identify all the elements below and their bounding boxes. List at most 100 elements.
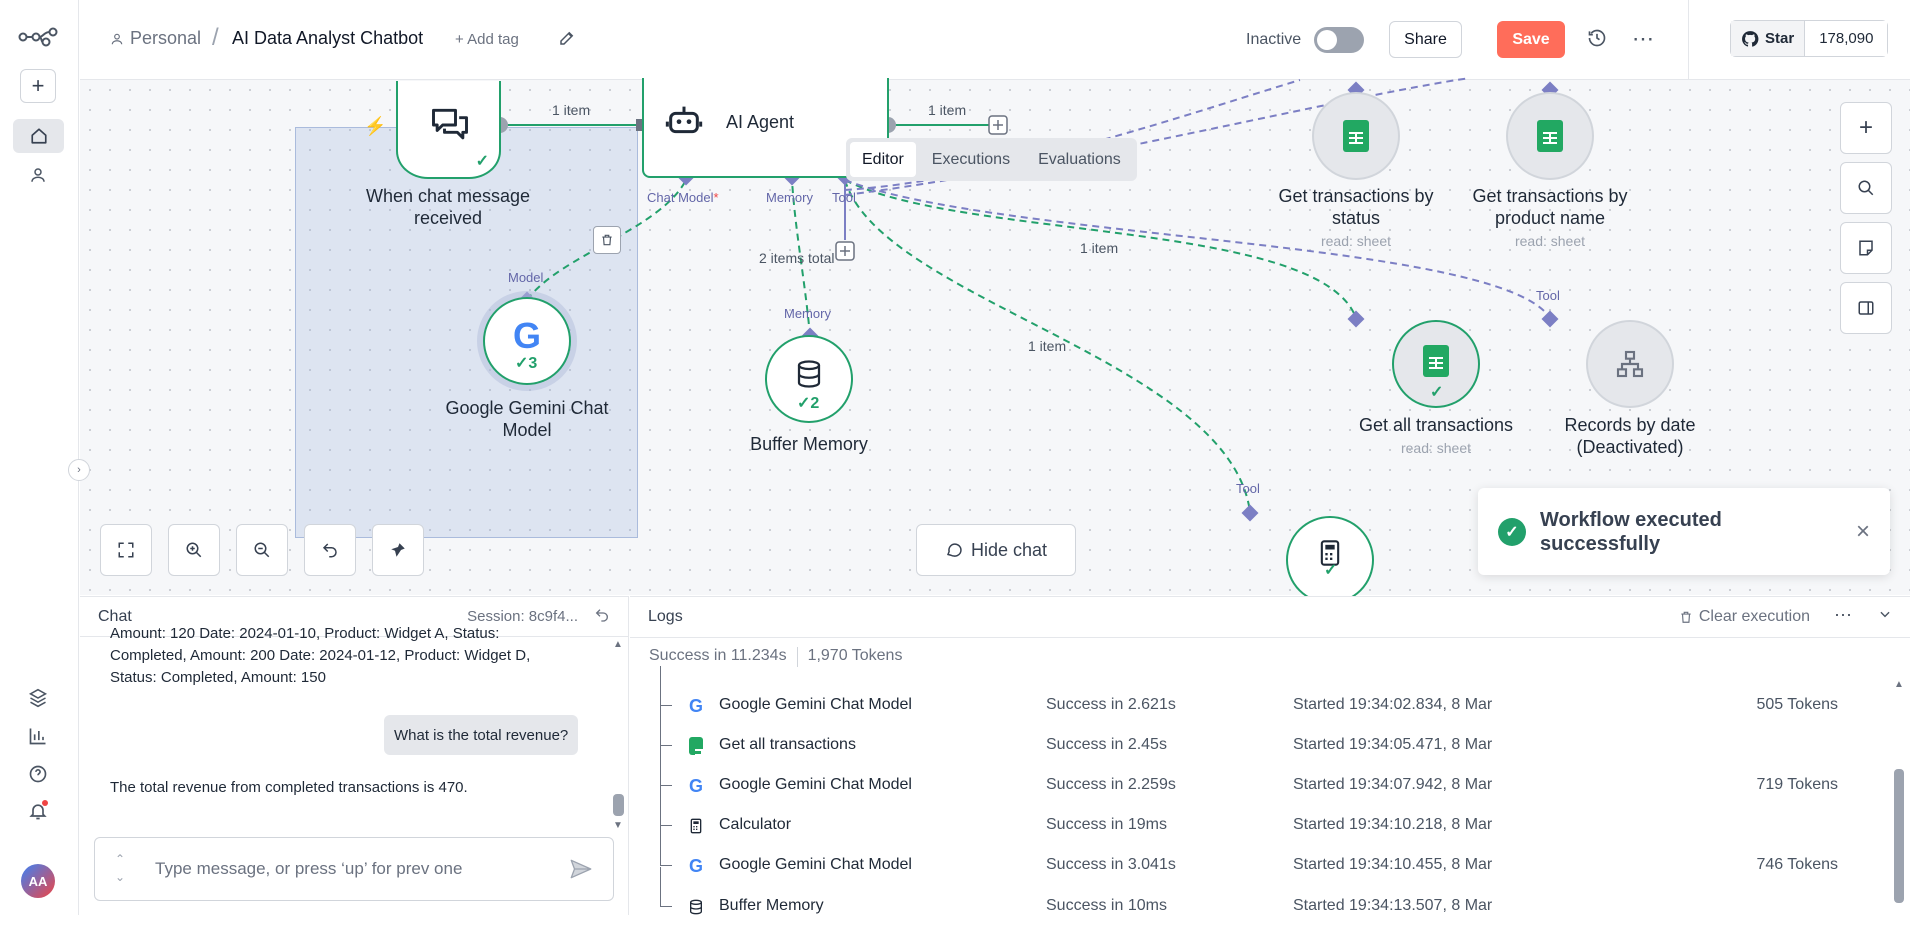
n8n-logo-icon[interactable] [18, 24, 58, 50]
session-id[interactable]: Session: 8c9f4... [467, 608, 578, 625]
google-sheets-icon [1343, 120, 1369, 152]
edge-label: 1 item [928, 102, 967, 118]
reset-session-icon[interactable] [594, 607, 610, 628]
log-row[interactable]: Get all transactions Success in 2.45s St… [630, 706, 1890, 766]
user-message: What is the total revenue? [384, 715, 579, 755]
node-get-all-transactions[interactable]: ✓ [1392, 320, 1480, 408]
add-button[interactable]: + [20, 69, 56, 103]
workflow-canvas[interactable]: Editor Executions Evaluations ✓ ⚡ When c… [80, 77, 1910, 604]
edge-label: 1 item [1080, 240, 1119, 256]
log-tokens: 505 Tokens [1756, 696, 1838, 713]
clear-execution-button[interactable]: Clear execution [1679, 608, 1810, 626]
scroll-up-icon[interactable]: ▲ [1894, 679, 1904, 690]
logs-scrollbar[interactable] [1894, 769, 1904, 903]
log-row[interactable]: G Google Gemini Chat Model Success in 2.… [630, 666, 1890, 726]
history-icon[interactable] [1587, 28, 1609, 50]
undo-button[interactable] [304, 524, 356, 576]
log-status: Success in 2.45s [1046, 736, 1167, 753]
history-arrows-icon[interactable]: ⌃⌄ [115, 852, 126, 884]
help-icon[interactable] [20, 757, 56, 791]
hide-chat-button[interactable]: Hide chat [916, 524, 1076, 576]
expand-sidebar-button[interactable]: › [68, 459, 90, 481]
node-label: Get transactions by product name [1472, 186, 1628, 228]
avatar[interactable]: AA [21, 864, 55, 898]
log-started: Started 19:34:05.471, 8 Mar [1293, 736, 1493, 753]
breadcrumb-owner[interactable]: Personal [110, 28, 201, 49]
log-row[interactable]: G Google Gemini Chat Model Success in 3.… [630, 826, 1890, 886]
success-check-icon: ✓ [475, 153, 489, 170]
node-label: AI Agent [726, 112, 795, 132]
zoom-to-fit-button[interactable] [100, 524, 152, 576]
tidy-up-button[interactable] [372, 524, 424, 576]
logs-title: Logs [648, 608, 683, 625]
chevron-down-icon[interactable] [1878, 607, 1892, 624]
view-tabs: Editor Executions Evaluations [846, 138, 1137, 181]
calculator-icon [686, 816, 706, 836]
sticky-note-button[interactable] [1840, 222, 1892, 274]
tab-evaluations[interactable]: Evaluations [1038, 150, 1121, 168]
google-sheets-icon [686, 736, 709, 761]
success-check-icon: ✓2 [797, 395, 820, 412]
panel-icon [1858, 301, 1874, 315]
success-check-icon: ✓ [1324, 562, 1338, 579]
share-button[interactable]: Share [1389, 21, 1462, 58]
google-sheets-icon [1423, 345, 1449, 377]
scroll-up-icon[interactable]: ▲ [613, 639, 623, 650]
edge-label: 2 items total [759, 250, 835, 266]
log-status: Success in 19ms [1046, 816, 1167, 833]
save-button[interactable]: Save [1497, 21, 1565, 58]
log-node-name: Get all transactions [719, 736, 856, 753]
notifications-icon[interactable] [20, 794, 56, 828]
node-buffer-memory[interactable]: ✓2 [765, 335, 853, 423]
bot-message: Amount: 120 Date: 2024-01-10, Product: W… [110, 625, 531, 686]
log-row[interactable]: Buffer Memory Success in 10ms Started 19… [630, 867, 1890, 927]
close-icon[interactable]: × [1855, 518, 1870, 545]
tab-executions[interactable]: Executions [931, 150, 1011, 168]
active-toggle[interactable] [1314, 27, 1364, 53]
add-node-button[interactable]: + [1840, 102, 1892, 154]
node-google-gemini[interactable]: G ✓3 [483, 297, 571, 385]
add-tag-button[interactable]: + Add tag [455, 31, 519, 48]
google-icon: G [512, 315, 541, 356]
toggle-panel-button[interactable] [1840, 282, 1892, 334]
delete-icon[interactable] [593, 226, 621, 254]
send-icon[interactable] [567, 856, 595, 887]
tab-editor[interactable]: Editor [850, 142, 916, 177]
github-star-widget[interactable]: Star 178,090 [1730, 20, 1889, 57]
zoom-out-button[interactable] [236, 524, 288, 576]
more-options-icon[interactable]: ⋯ [1632, 26, 1654, 51]
search-button[interactable] [1840, 162, 1892, 214]
chat-header: Chat Session: 8c9f4... [80, 597, 628, 637]
log-status: Success in 2.259s [1046, 776, 1176, 793]
node-calculator[interactable]: ✓ [1286, 516, 1374, 604]
node-label: When chat message received [365, 186, 531, 228]
scroll-down-icon[interactable]: ▼ [613, 820, 623, 831]
port-tool-calculator: Tool [1236, 481, 1260, 496]
left-sidebar: + › AA [0, 0, 90, 915]
chat-scrollbar[interactable] [613, 794, 624, 816]
node-records-by-date[interactable] [1586, 320, 1674, 408]
chat-input-placeholder: Type message, or press ‘up’ for prev one [155, 859, 463, 878]
chat-input[interactable]: ⌃⌄ Type message, or press ‘up’ for prev … [94, 837, 614, 901]
log-row[interactable]: Calculator Success in 19ms Started 19:34… [630, 786, 1890, 846]
summary-tokens: 1,970 Tokens [807, 647, 903, 664]
user-icon[interactable] [20, 158, 56, 192]
templates-icon[interactable] [20, 681, 56, 715]
node-get-by-status[interactable] [1312, 92, 1400, 180]
chat-messages: Amount: 120 Date: 2024-01-10, Product: W… [80, 625, 629, 827]
more-options-icon[interactable]: ⋯ [1834, 605, 1852, 625]
insights-icon[interactable] [20, 719, 56, 753]
workflow-name[interactable]: AI Data Analyst Chatbot [232, 28, 424, 48]
home-icon[interactable] [13, 119, 64, 153]
google-icon: G [688, 855, 703, 876]
node-get-by-product[interactable] [1506, 92, 1594, 180]
note-icon [1859, 240, 1873, 256]
log-started: Started 19:34:07.942, 8 Mar [1293, 776, 1493, 793]
log-row[interactable]: G Google Gemini Chat Model Success in 2.… [630, 746, 1890, 806]
github-star-button[interactable]: Star [1731, 21, 1806, 56]
chat-panel: Chat Session: 8c9f4... Amount: 120 Date:… [80, 596, 629, 915]
user-icon [111, 33, 123, 44]
node-chat-trigger[interactable]: ✓ [396, 81, 501, 179]
zoom-in-button[interactable] [168, 524, 220, 576]
edit-description-icon[interactable] [558, 29, 578, 49]
